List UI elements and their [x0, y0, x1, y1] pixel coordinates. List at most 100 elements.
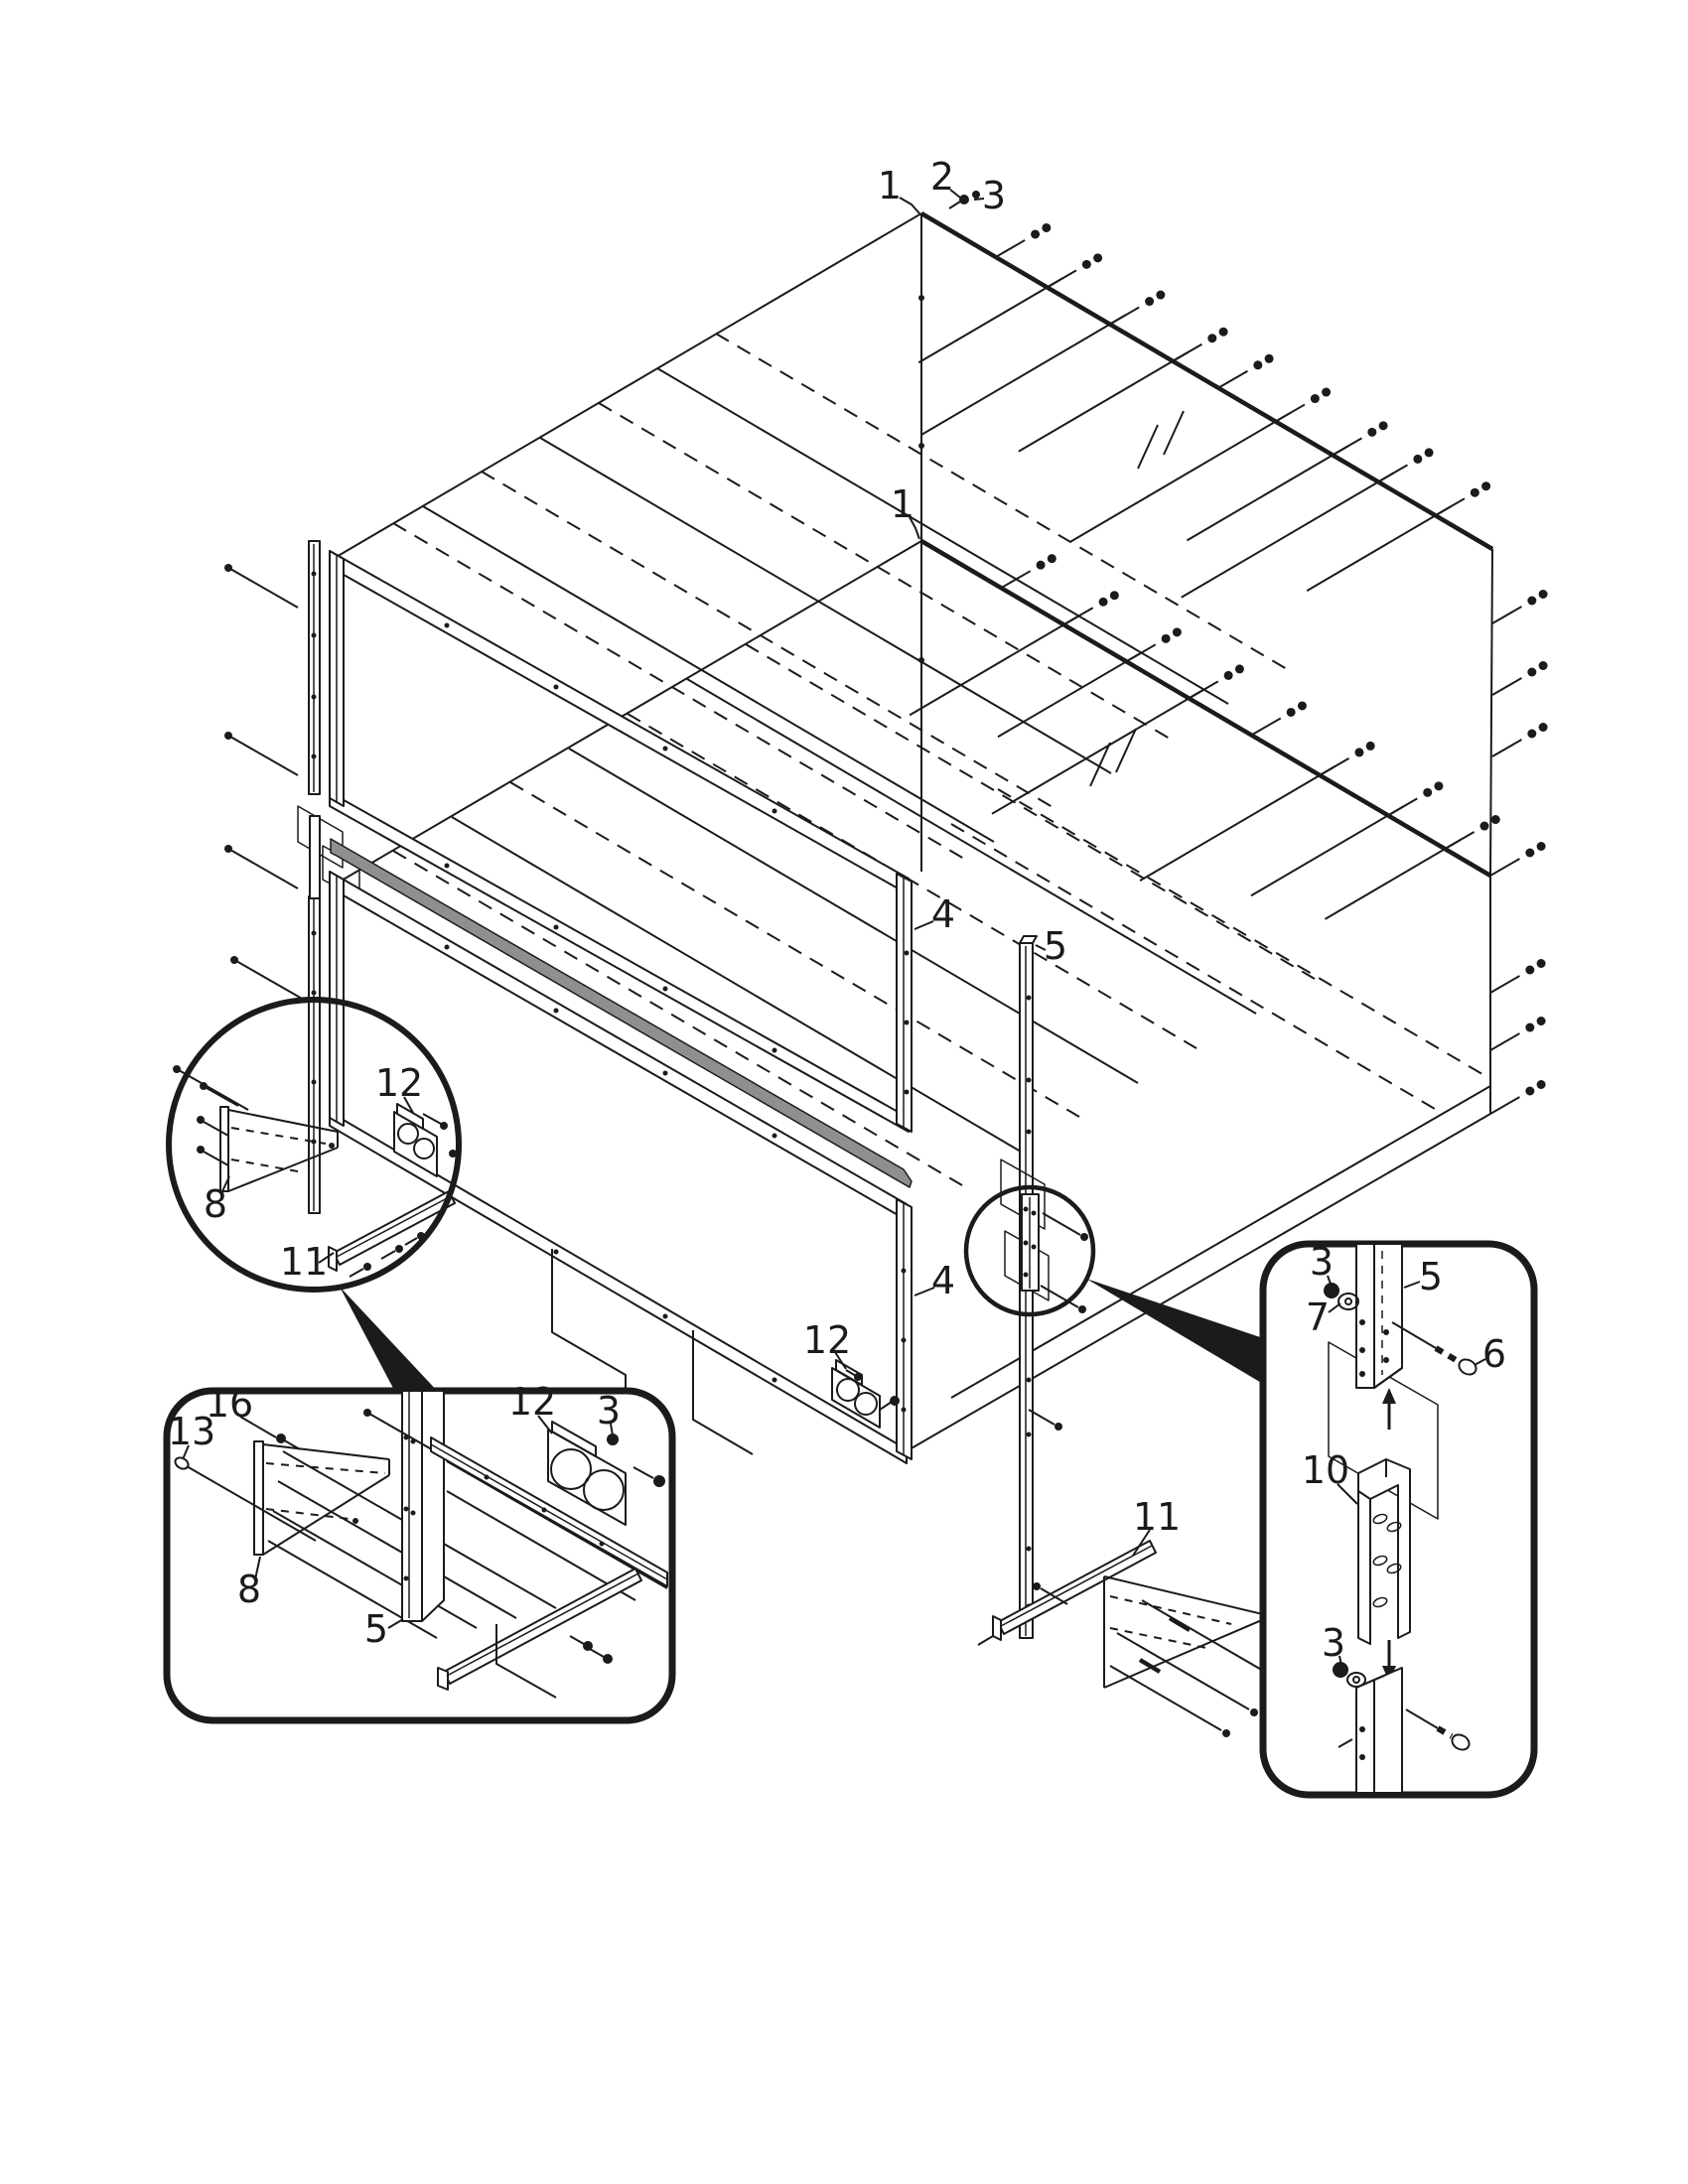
bolt-dot [1538, 590, 1548, 599]
callout-label-13: 13 [168, 1410, 215, 1453]
callout-label-10: 12 [803, 1318, 851, 1362]
bolt-dot [1047, 554, 1056, 564]
bolt-dot [1413, 454, 1423, 464]
bolt-dot [1218, 327, 1228, 337]
bolt-dot [1527, 667, 1537, 677]
callout-leader-11 [1132, 1529, 1151, 1557]
right-corner-post [977, 935, 1298, 1737]
callout-label-19: 7 [1306, 1296, 1330, 1339]
callout-leader-9 [318, 1252, 335, 1264]
bolt-line [1489, 975, 1520, 994]
callout-label-12: 16 [206, 1382, 253, 1426]
callout-leader-23 [1338, 1655, 1342, 1667]
bolt-line [1069, 411, 1292, 543]
callout-label-18: 3 [1310, 1240, 1334, 1284]
callout-leader-0 [899, 197, 920, 214]
callout-label-22: 10 [1302, 1448, 1349, 1492]
bolt-dot [1207, 334, 1217, 343]
bolt-line [1489, 1096, 1520, 1115]
bolt-dot [1161, 633, 1171, 643]
callout-label-20: 5 [1419, 1255, 1443, 1298]
bolt-dot [1490, 815, 1500, 825]
bolt-dot [1538, 661, 1548, 670]
bolt-dot [1036, 560, 1046, 570]
bolt-line [1000, 570, 1032, 590]
bolt-line [1491, 606, 1522, 624]
post-screws [173, 564, 305, 1111]
bolt-dot [1525, 965, 1535, 975]
bolt-dot [1536, 842, 1546, 851]
bolt-dot [1424, 448, 1434, 458]
callout-leader-10 [834, 1351, 847, 1370]
bolt-line [995, 239, 1026, 258]
callout-leader-7 [403, 1096, 414, 1114]
bolt-dot [1042, 222, 1052, 232]
bolt-dot [1470, 487, 1479, 497]
callout-label-15: 12 [508, 1380, 556, 1424]
callout-label-3: 1 [891, 482, 914, 526]
callout-label-7: 12 [375, 1061, 423, 1105]
bolt-line [1250, 805, 1404, 897]
bolt-dot [1354, 748, 1364, 757]
bolt-dot [1264, 353, 1274, 363]
bolt-dot [1367, 427, 1377, 437]
inset-right [1259, 1240, 1538, 1799]
pointer-wedge-right [1086, 1279, 1263, 1384]
bolt-line [1491, 677, 1522, 696]
inset-bottom-left [163, 1387, 676, 1724]
bolt-dot [1525, 1023, 1535, 1032]
bolt-dot [1536, 1080, 1546, 1089]
bolt-line [1217, 369, 1248, 389]
bolt-line [1324, 839, 1462, 920]
bolt-dot [1481, 481, 1491, 491]
bolt-dot [1536, 1017, 1546, 1025]
bolt-dot [1434, 781, 1444, 791]
bolt-dot [1538, 723, 1548, 732]
shaded-cap-strip [330, 838, 913, 1188]
bolt-line [920, 314, 1126, 436]
callout-label-21: 6 [1482, 1332, 1506, 1376]
callout-label-8: 8 [204, 1182, 227, 1226]
bolt-dot [1172, 627, 1182, 637]
bolt-dot [1527, 596, 1537, 606]
callout-label-14: 8 [237, 1568, 261, 1611]
bolt-dot [1365, 741, 1375, 751]
callout-leader-19 [1328, 1302, 1341, 1313]
inset-bl-content [174, 1390, 668, 1699]
light-plate-lower [831, 1359, 900, 1429]
bolt-dot [1109, 591, 1119, 601]
bolt-line [917, 277, 1063, 364]
bolt-line [1306, 505, 1452, 592]
callout-leader-21 [1474, 1358, 1486, 1366]
bolt-line [991, 688, 1205, 815]
callout-leader-2 [973, 198, 985, 201]
bolt-dot [1156, 290, 1166, 300]
callout-leader-1 [949, 189, 961, 199]
bolt-dot [1527, 729, 1537, 739]
left-detail-area [166, 997, 462, 1293]
callout-leader-4 [914, 920, 934, 930]
bottom-rail-left [328, 1190, 456, 1278]
callout-leader-6 [914, 1287, 935, 1297]
bolt-line [1018, 350, 1190, 453]
post-splice [1000, 1159, 1088, 1431]
callout-leader-3 [909, 516, 920, 540]
bolt-dot [1525, 1086, 1535, 1096]
callout-leader-5 [1035, 944, 1047, 951]
callout-label-2: 3 [982, 174, 1006, 217]
bolt-dot [1223, 670, 1233, 680]
callout-leader-13 [182, 1444, 190, 1460]
bolt-line [997, 651, 1143, 739]
bolt-dot [1322, 387, 1332, 397]
callout-leader-18 [1327, 1275, 1333, 1288]
box-wireframe [334, 191, 1494, 1450]
pointer-wedge-left [340, 1287, 440, 1394]
left-corner-posts [173, 540, 360, 1214]
bolt-dot [1525, 848, 1535, 858]
callout-label-4: 4 [931, 892, 955, 936]
bolt-dot [1081, 259, 1091, 269]
splice-bracket-left [197, 1082, 339, 1192]
callout-leader-22 [1336, 1483, 1358, 1505]
callout-leader-17 [387, 1618, 404, 1629]
